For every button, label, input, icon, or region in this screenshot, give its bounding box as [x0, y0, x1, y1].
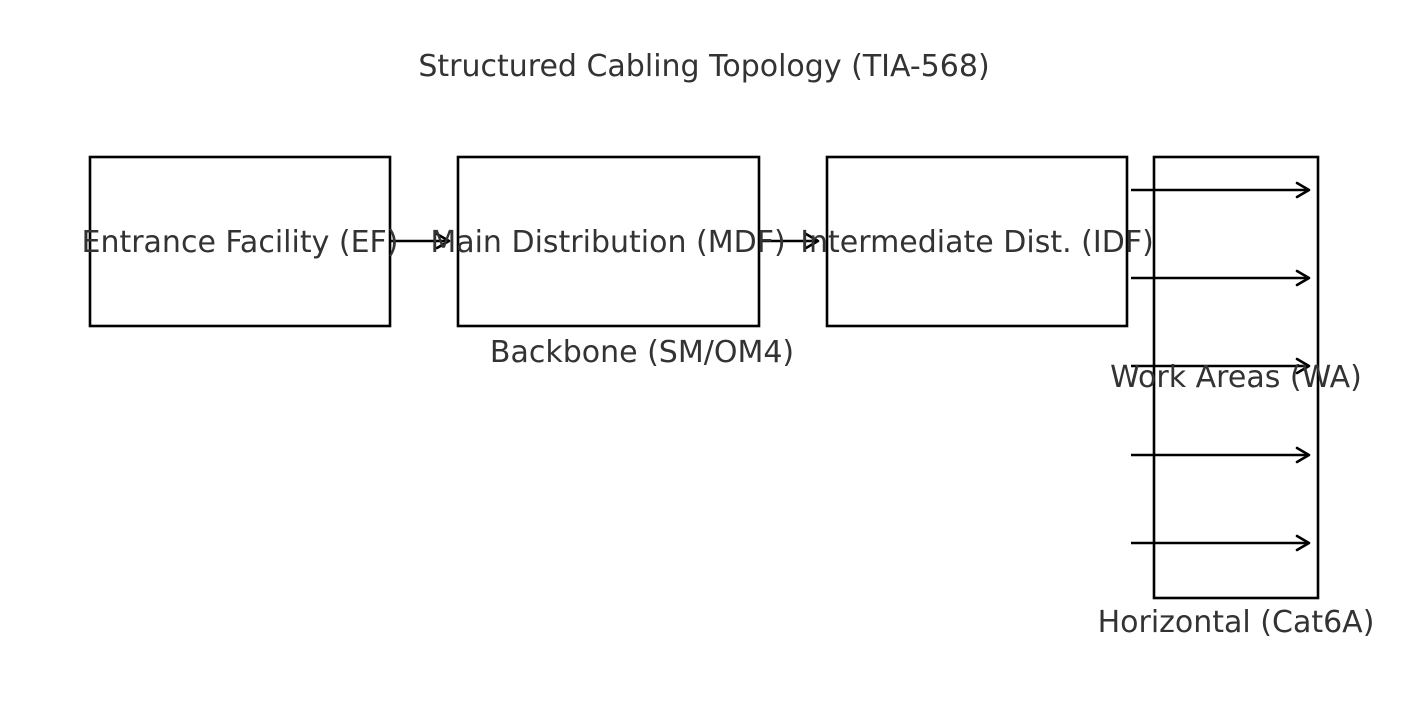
- horizontal-run-arrow-2: [1131, 269, 1311, 287]
- horizontal-run-arrow-3: [1131, 357, 1311, 375]
- work-areas-label: Work Areas (WA): [1110, 360, 1362, 395]
- entrance-facility-box: [88, 155, 392, 328]
- backbone-segment-label: Backbone (SM/OM4): [490, 335, 794, 370]
- intermediate-dist-label: Intermediate Dist. (IDF): [800, 225, 1154, 260]
- main-distribution-label: Main Distribution (MDF): [430, 225, 785, 260]
- horizontal-segment-label: Horizontal (Cat6A): [1098, 605, 1375, 640]
- main-distribution-box: [456, 155, 761, 328]
- entrance-facility-label: Entrance Facility (EF): [81, 225, 398, 260]
- horizontal-run-arrow-1: [1131, 181, 1311, 199]
- intermediate-dist-box: [825, 155, 1129, 328]
- horizontal-run-arrow-5: [1131, 534, 1311, 552]
- work-areas-box: [1152, 155, 1320, 600]
- mdf-to-idf-arrow: [759, 232, 820, 250]
- diagram-title: Structured Cabling Topology (TIA-568): [418, 49, 989, 84]
- ef-to-mdf-arrow: [390, 232, 451, 250]
- horizontal-run-arrow-4: [1131, 446, 1311, 464]
